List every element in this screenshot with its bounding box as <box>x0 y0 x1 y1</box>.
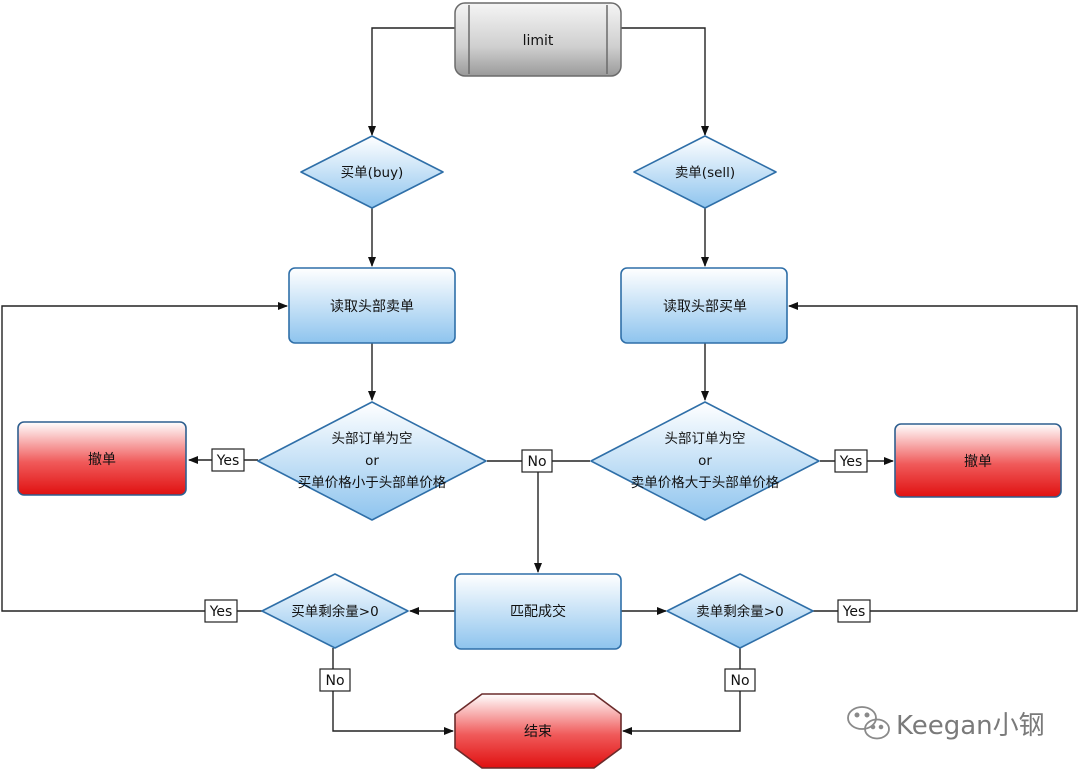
svg-text:No: No <box>325 673 344 689</box>
svg-text:No: No <box>527 454 546 470</box>
sell-remaining-label: 卖单剩余量>0 <box>696 603 783 620</box>
watermark-text: Keegan小钢 <box>896 711 1045 741</box>
read-head-buy-label: 读取头部买单 <box>663 298 747 315</box>
start-node: limit <box>454 2 622 77</box>
edge-limit-to-buy <box>368 27 455 136</box>
wechat-icon <box>847 706 890 740</box>
edge-label-no-end-right: No <box>724 668 756 692</box>
edge-label-yes-cancel-right: Yes <box>834 449 868 473</box>
buy-order-label: 买单(buy) <box>341 165 404 181</box>
sell-check-line2: or <box>698 453 712 469</box>
sell-remaining-node: 卖单剩余量>0 <box>666 573 814 649</box>
edge-label-no-end-left: No <box>319 668 351 692</box>
edge-sell-remaining-no-end <box>622 648 741 735</box>
read-head-sell-node: 读取头部卖单 <box>288 267 456 344</box>
edge-label-yes-loop-right: Yes <box>837 599 871 623</box>
start-node-label: limit <box>523 33 554 49</box>
sell-check-line1: 头部订单为空 <box>665 431 746 447</box>
edge-sell-remaining-yes-loop <box>788 302 1078 612</box>
svg-text:Yes: Yes <box>839 454 863 470</box>
edge-buy-remaining-yes-loop <box>1 302 288 612</box>
edge-buy-remaining-no-end <box>332 648 454 735</box>
end-label: 结束 <box>524 724 552 740</box>
svg-text:Yes: Yes <box>209 604 233 620</box>
cancel-left-label: 撤单 <box>88 452 116 468</box>
edge-limit-to-sell <box>621 27 709 136</box>
cancel-right-node: 撤单 <box>894 423 1062 498</box>
buy-check-line3: 买单价格小于头部单价格 <box>298 475 447 491</box>
match-label: 匹配成交 <box>510 603 566 620</box>
buy-order-node: 买单(buy) <box>300 135 444 209</box>
read-head-buy-node: 读取头部买单 <box>620 267 788 344</box>
end-node: 结束 <box>454 693 622 769</box>
svg-text:Yes: Yes <box>842 604 866 620</box>
edge-label-yes-loop-left: Yes <box>204 599 238 623</box>
buy-remaining-label: 买单剩余量>0 <box>291 603 378 620</box>
edge-label-no-match: No <box>521 449 553 473</box>
buy-check-line2: or <box>365 453 379 469</box>
buy-check-node: 头部订单为空 or 买单价格小于头部单价格 <box>257 401 487 521</box>
cancel-left-node: 撤单 <box>17 421 187 496</box>
connectors <box>1 27 1078 735</box>
watermark: Keegan小钢 <box>847 706 1045 741</box>
sell-order-label: 卖单(sell) <box>675 165 735 181</box>
buy-check-line1: 头部订单为空 <box>332 431 413 447</box>
svg-text:Yes: Yes <box>216 453 240 469</box>
buy-remaining-node: 买单剩余量>0 <box>261 573 409 649</box>
sell-order-node: 卖单(sell) <box>633 135 777 209</box>
sell-check-node: 头部订单为空 or 卖单价格大于头部单价格 <box>590 401 820 521</box>
match-node: 匹配成交 <box>454 573 622 650</box>
edge-label-yes-cancel-left: Yes <box>211 448 245 472</box>
sell-check-line3: 卖单价格大于头部单价格 <box>631 475 780 491</box>
svg-text:No: No <box>730 673 749 689</box>
read-head-sell-label: 读取头部卖单 <box>330 298 414 315</box>
cancel-right-label: 撤单 <box>964 454 992 470</box>
